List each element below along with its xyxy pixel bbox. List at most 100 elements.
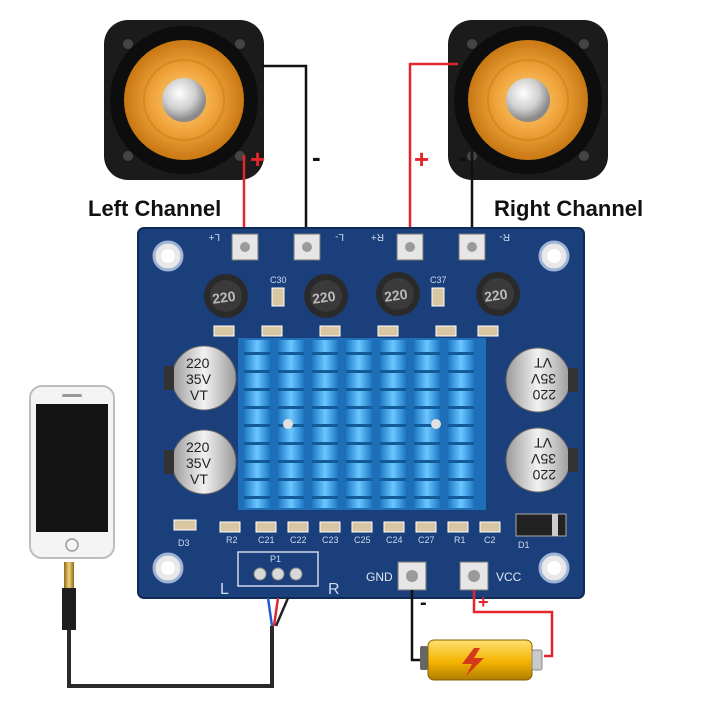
heatsink-fin-groove <box>278 406 304 409</box>
terminal-label-r-minus: R- <box>499 231 510 242</box>
heatsink-fin-groove <box>380 406 406 409</box>
heatsink-fin-groove <box>346 442 372 445</box>
svg-text:220: 220 <box>483 286 509 305</box>
silk-d1: D1 <box>518 540 530 550</box>
right-positive-wire <box>408 62 458 236</box>
amplifier-board: L+ L- R+ R- 220 220 220 <box>137 227 585 599</box>
heatsink-fin-groove <box>346 496 372 499</box>
heatsink-fin-groove <box>244 352 270 355</box>
capacitor-right-bottom: 220 35V VT <box>505 427 578 493</box>
heatsink-fin-groove <box>244 370 270 373</box>
svg-text:VT: VT <box>190 387 208 403</box>
inductor-1: 220 <box>204 274 248 318</box>
speaker-wires <box>242 62 474 236</box>
heatsink-fin-groove <box>346 478 372 481</box>
battery-minus-sign: - <box>420 592 427 614</box>
battery-positive-wire <box>472 590 554 658</box>
heatsink-fin-groove <box>278 496 304 499</box>
svg-text:220: 220 <box>311 288 337 307</box>
heatsink-fin-groove <box>380 424 406 427</box>
capacitor-right-top: 220 35V VT <box>505 347 578 413</box>
heatsink-fin-groove <box>278 442 304 445</box>
heatsink-fin-groove <box>346 352 372 355</box>
heatsink-fin-groove <box>414 388 440 391</box>
heatsink-fin-groove <box>312 388 338 391</box>
heatsink-fin-groove <box>312 424 338 427</box>
capacitor-left-bottom: 220 35V VT <box>164 429 237 495</box>
svg-text:220: 220 <box>186 355 210 371</box>
lightning-icon <box>462 648 484 676</box>
silk-c25: C25 <box>354 535 371 545</box>
heatsink-fin-groove <box>414 370 440 373</box>
silk-c22: C22 <box>290 535 307 545</box>
heatsink-fin-groove <box>414 496 440 499</box>
heatsink-fin-groove <box>448 442 474 445</box>
left-speaker <box>104 20 264 180</box>
heatsink-fin-groove <box>278 388 304 391</box>
svg-text:35V: 35V <box>186 455 212 471</box>
heatsink-fin-groove <box>312 478 338 481</box>
heatsink-fin-groove <box>312 406 338 409</box>
silk-r2: R2 <box>226 535 238 545</box>
heatsink-fin-groove <box>346 460 372 463</box>
silk-c2: C2 <box>484 535 496 545</box>
battery-plus-sign: + <box>478 592 489 612</box>
inductor-2: 220 <box>304 274 348 318</box>
silk-l: L <box>220 581 229 598</box>
silk-c30: C30 <box>270 275 287 285</box>
svg-text:VT: VT <box>190 471 208 487</box>
right-channel-label: Right Channel <box>494 196 644 221</box>
svg-text:220: 220 <box>532 467 556 483</box>
heatsink-fin-groove <box>448 388 474 391</box>
terminal-label-r-plus: R+ <box>371 231 384 242</box>
right-plus-sign: + <box>414 144 430 174</box>
heatsink-fin-groove <box>380 352 406 355</box>
silk-c23: C23 <box>322 535 339 545</box>
svg-text:220: 220 <box>383 286 409 305</box>
heatsink-fin-groove <box>414 406 440 409</box>
silk-c27: C27 <box>418 535 435 545</box>
heatsink-fin-groove <box>278 460 304 463</box>
heatsink-fin-groove <box>448 406 474 409</box>
heatsink-fin-groove <box>448 478 474 481</box>
heatsink-fin-groove <box>346 388 372 391</box>
heatsink-fin-groove <box>380 388 406 391</box>
svg-text:VT: VT <box>534 355 552 371</box>
heatsink-fin-groove <box>312 496 338 499</box>
battery <box>410 590 554 681</box>
svg-text:35V: 35V <box>186 371 212 387</box>
silk-c21: C21 <box>258 535 275 545</box>
smd-components <box>213 287 499 337</box>
right-speaker <box>448 20 608 180</box>
audio-cable <box>62 562 290 688</box>
smartphone <box>29 385 115 559</box>
heatsink-fin-groove <box>414 442 440 445</box>
silk-d3: D3 <box>178 538 190 548</box>
heatsink-fin-groove <box>244 496 270 499</box>
heatsink-fin-groove <box>244 406 270 409</box>
heatsink-fin-groove <box>380 496 406 499</box>
heatsink-fin-groove <box>278 370 304 373</box>
inductor-3: 220 <box>376 272 420 316</box>
right-minus-sign: - <box>458 142 467 172</box>
heatsink-fin-groove <box>414 478 440 481</box>
silk-c24: C24 <box>386 535 403 545</box>
heatsink-fin-groove <box>414 352 440 355</box>
terminal-label-l-plus: L+ <box>208 231 220 242</box>
svg-text:VT: VT <box>534 435 552 451</box>
gnd-label: GND <box>366 570 393 584</box>
heatsink-fin-groove <box>448 370 474 373</box>
heatsink <box>238 338 486 510</box>
heatsink-fin-groove <box>244 424 270 427</box>
heatsink-fin-groove <box>380 442 406 445</box>
heatsink-fin-groove <box>312 460 338 463</box>
heatsink-fin-groove <box>312 352 338 355</box>
diode-d1 <box>515 513 567 537</box>
silk-r1: R1 <box>454 535 466 545</box>
inductors: 220 220 220 220 <box>204 272 520 318</box>
heatsink-fin-groove <box>448 496 474 499</box>
svg-text:35V: 35V <box>530 371 556 387</box>
heatsink-fin-groove <box>278 478 304 481</box>
left-plus-sign: + <box>250 144 266 174</box>
svg-text:220: 220 <box>186 439 210 455</box>
